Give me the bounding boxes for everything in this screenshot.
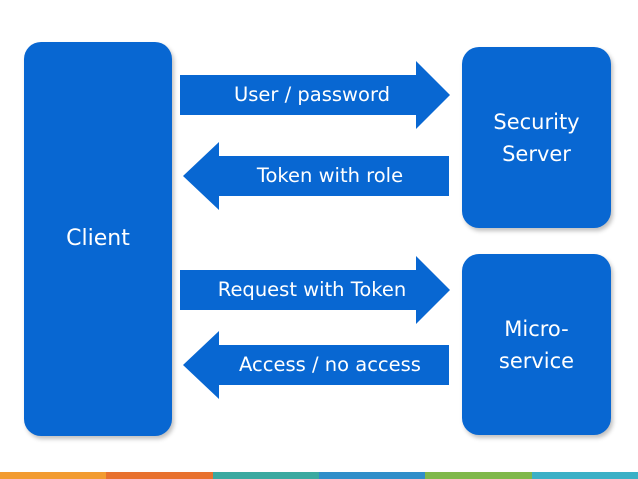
arrow-token-with-role bbox=[183, 142, 449, 210]
stripe-segment bbox=[318, 472, 426, 479]
client-box: Client bbox=[24, 42, 172, 436]
stripe-segment bbox=[212, 472, 319, 479]
arrow-label-access-no-access: Access / no access bbox=[239, 353, 421, 376]
arrow-label-token-with-role: Token with role bbox=[256, 164, 404, 187]
bottom-color-stripe bbox=[0, 472, 638, 479]
security-server-box: Security Server bbox=[462, 47, 611, 228]
stripe-segment bbox=[106, 472, 213, 479]
arrow-request-with-token bbox=[180, 256, 450, 324]
stripe-segment bbox=[531, 472, 638, 479]
stripe-segment bbox=[425, 472, 532, 479]
arrow-access-no-access bbox=[183, 331, 449, 399]
client-label: Client bbox=[66, 226, 130, 251]
security-server-label: Security Server bbox=[493, 109, 580, 166]
microservice-label: Micro- service bbox=[498, 316, 575, 373]
arrow-label-user-password: User / password bbox=[234, 83, 390, 106]
arrow-user-password bbox=[180, 61, 450, 129]
microservice-box: Micro- service bbox=[462, 254, 611, 435]
arrow-label-request-with-token: Request with Token bbox=[217, 278, 407, 301]
stripe-segment bbox=[0, 472, 107, 479]
